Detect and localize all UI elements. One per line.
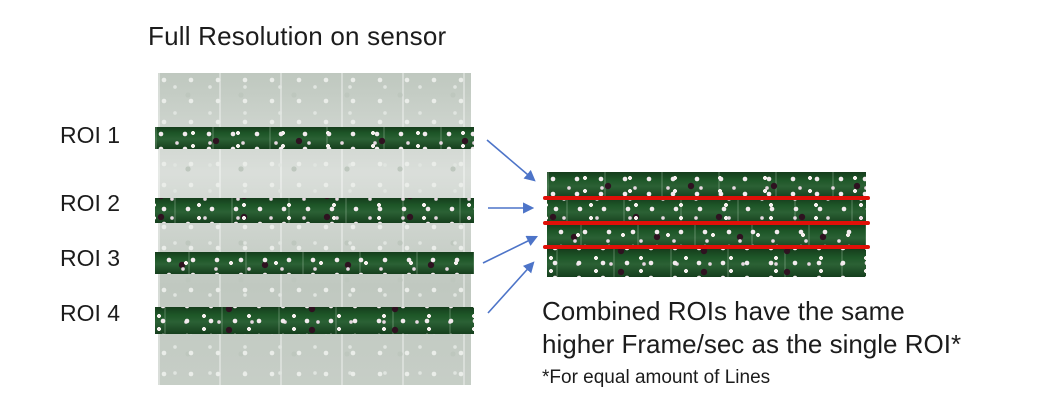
arrow-roi3-to-combined-icon: [482, 235, 539, 264]
roi-1-strip: [155, 127, 474, 149]
combined-roi-image: [543, 172, 870, 277]
page-title: Full Resolution on sensor: [148, 21, 447, 51]
combined-roi-1-strip: [547, 172, 866, 198]
caption-line-1: Combined ROIs have the same: [542, 296, 905, 326]
roi-2-strip: [155, 198, 474, 223]
combined-roi-caption: Combined ROIs have the same higher Frame…: [542, 295, 961, 389]
roi-divider-line-1: [543, 196, 870, 200]
roi-3-label: ROI 3: [60, 245, 121, 271]
roi-divider-line-2: [543, 221, 870, 225]
arrow-roi1-to-combined-icon: [486, 139, 536, 182]
full-resolution-sensor-image: [155, 73, 474, 385]
combined-roi-3-strip: [547, 224, 866, 249]
combined-roi-2-strip: [547, 198, 866, 224]
arrow-roi4-to-combined-icon: [487, 261, 535, 314]
roi-divider-line-3: [543, 245, 870, 249]
caption-footnote: *For equal amount of Lines: [542, 367, 771, 388]
combined-roi-4-strip: [547, 249, 866, 277]
roi-2-label: ROI 2: [60, 190, 121, 216]
roi-3-strip: [155, 252, 474, 274]
roi-1-label: ROI 1: [60, 122, 121, 148]
roi-4-label: ROI 4: [60, 300, 121, 326]
faded-sensor-background: [158, 73, 471, 385]
caption-line-2: higher Frame/sec as the single ROI*: [542, 329, 962, 359]
roi-4-strip: [155, 307, 474, 334]
